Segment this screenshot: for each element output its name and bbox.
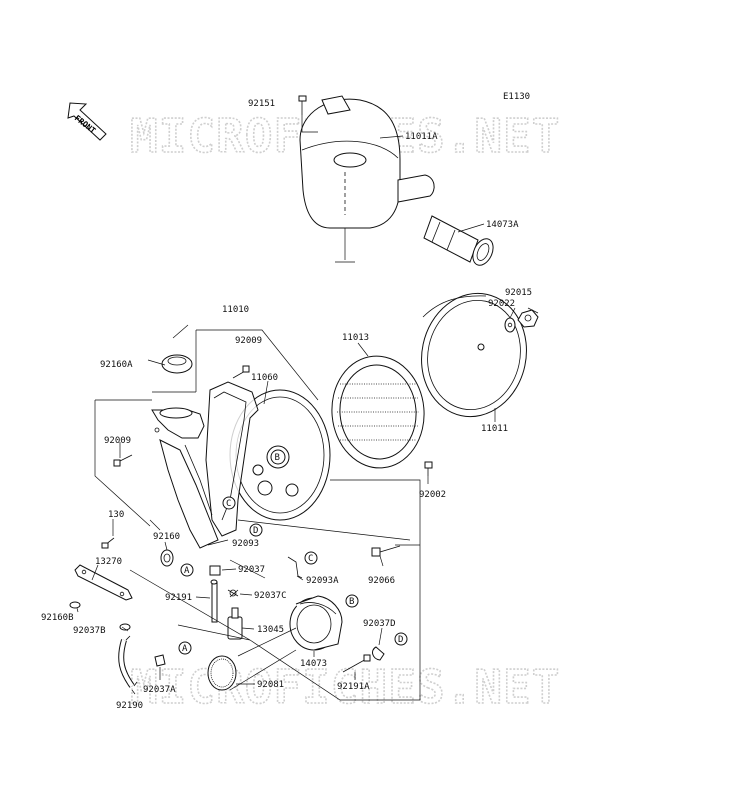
callout-c-bottom: C <box>304 551 318 565</box>
label-92191a: 92191A <box>337 682 370 692</box>
label-11011a: 11011A <box>405 132 438 142</box>
label-92009-top: 92009 <box>235 336 262 346</box>
label-11011: 11011 <box>481 424 508 434</box>
bracket-13270 <box>74 564 133 601</box>
label-92022: 92022 <box>488 299 515 309</box>
label-14073: 14073 <box>300 659 327 669</box>
label-92093: 92093 <box>232 539 259 549</box>
assembly-boundary <box>94 324 421 701</box>
washer-92022 <box>504 317 516 333</box>
label-11060: 11060 <box>251 373 278 383</box>
hose-92190 <box>118 635 138 688</box>
screw-92009-left <box>113 454 133 467</box>
callout-b-bottom: B <box>345 594 359 608</box>
clamp-92037d <box>372 646 385 661</box>
plug-92160b <box>69 601 81 609</box>
svg-text:D: D <box>253 526 258 536</box>
callout-a-top: A <box>180 563 194 577</box>
watermark-bottom: MICROFICHES.NET <box>130 660 560 714</box>
label-92037d: 92037D <box>363 619 396 629</box>
label-92093a: 92093A <box>306 576 339 586</box>
label-92191: 92191 <box>165 593 192 603</box>
label-92190: 92190 <box>116 701 143 711</box>
grommet-92160 <box>160 549 174 567</box>
svg-text:A: A <box>184 566 190 576</box>
tube-92191 <box>210 579 218 623</box>
inlet-duct <box>151 407 219 549</box>
svg-text:C: C <box>308 554 313 564</box>
label-11010: 11010 <box>222 305 249 315</box>
pin-92093a <box>287 556 303 579</box>
label-92160: 92160 <box>153 532 180 542</box>
filter-cover-11011 <box>421 292 527 418</box>
svg-text:B: B <box>349 597 354 607</box>
filter-element-11013 <box>331 355 425 469</box>
bolt-92151 <box>298 95 318 133</box>
front-arrow-icon: FRONT <box>67 102 107 141</box>
stud-92002 <box>424 461 433 476</box>
part-labels: 92151 11011A 14073A 92015 92022 11010 11… <box>41 99 532 711</box>
label-92066: 92066 <box>368 576 395 586</box>
label-92009-left: 92009 <box>104 436 131 446</box>
callout-a-bottom: A <box>178 641 192 655</box>
bolt-92066 <box>371 545 401 557</box>
diagram-code: E1130 <box>503 92 530 102</box>
label-13270: 13270 <box>95 557 122 567</box>
bolt-130 <box>101 537 115 549</box>
callout-d-top: D <box>249 523 263 537</box>
label-13045: 13045 <box>257 625 284 635</box>
callout-c-top: C <box>222 496 236 510</box>
clamp-92037a <box>154 654 166 667</box>
grommet-92160a <box>161 354 193 374</box>
clamp-92037b <box>119 623 131 631</box>
label-92037a: 92037A <box>143 685 176 695</box>
label-92160a: 92160A <box>100 360 133 370</box>
base-plate-11060 <box>205 381 331 537</box>
clamp-92037c <box>227 589 239 598</box>
label-92015: 92015 <box>505 288 532 298</box>
label-92037: 92037 <box>238 565 265 575</box>
air-cover-11011a <box>299 95 435 263</box>
svg-text:A: A <box>182 644 188 654</box>
label-92002: 92002 <box>419 490 446 500</box>
tube-14073a <box>423 215 494 266</box>
svg-text:D: D <box>398 635 403 645</box>
label-11013: 11013 <box>342 333 369 343</box>
label-92160b: 92160B <box>41 613 74 623</box>
ring-92081 <box>207 655 237 691</box>
svg-text:B: B <box>275 453 280 463</box>
screw-92009-top <box>232 365 250 379</box>
callout-d-bottom: D <box>394 632 408 646</box>
clamp-92037 <box>209 565 221 576</box>
label-92037c: 92037C <box>254 591 287 601</box>
label-130: 130 <box>108 510 124 520</box>
callout-b-top: B <box>270 449 286 465</box>
svg-text:C: C <box>226 499 231 509</box>
label-14073a: 14073A <box>486 220 519 230</box>
label-92037b: 92037B <box>73 626 106 636</box>
label-92151: 92151 <box>248 99 275 109</box>
label-92081: 92081 <box>257 680 284 690</box>
leader-lines <box>76 135 539 695</box>
bolt-92191a <box>342 654 371 673</box>
duct-14073 <box>289 595 343 651</box>
